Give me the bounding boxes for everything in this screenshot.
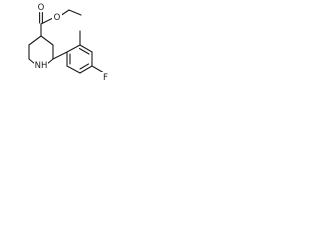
fluorine-label: F [103,73,108,83]
bond-c2-aryl [52,51,68,60]
bond-aryl-1-2 [66,44,81,53]
ring-nitrogen-bg [34,60,48,70]
ester-oxygen-label: O [54,13,61,23]
bond-ch2-ch3 [68,9,82,16]
bond-aryl-4-5 [79,65,93,74]
carbonyl-oxygen-label: O [38,3,45,13]
bond-carbonyl-ester-o [40,17,54,25]
fluorine-bg [101,72,110,82]
bond-aryl-inner-a [78,47,90,55]
carbonyl-oxygen-bg [36,2,46,12]
chemical-structure-diagram: O O NH F [28,2,110,83]
bond-c4-c3 [40,35,54,46]
bond-aryl-5-6 [66,65,81,74]
bond-aryl-inner-b [79,63,90,70]
ester-oxygen-bg [52,12,62,22]
bond-c5-c4 [28,35,42,46]
bond-aryl-fluorine [91,65,105,74]
ring-nitrogen-label: NH [35,61,48,71]
bond-aryl-2-3 [79,44,93,53]
